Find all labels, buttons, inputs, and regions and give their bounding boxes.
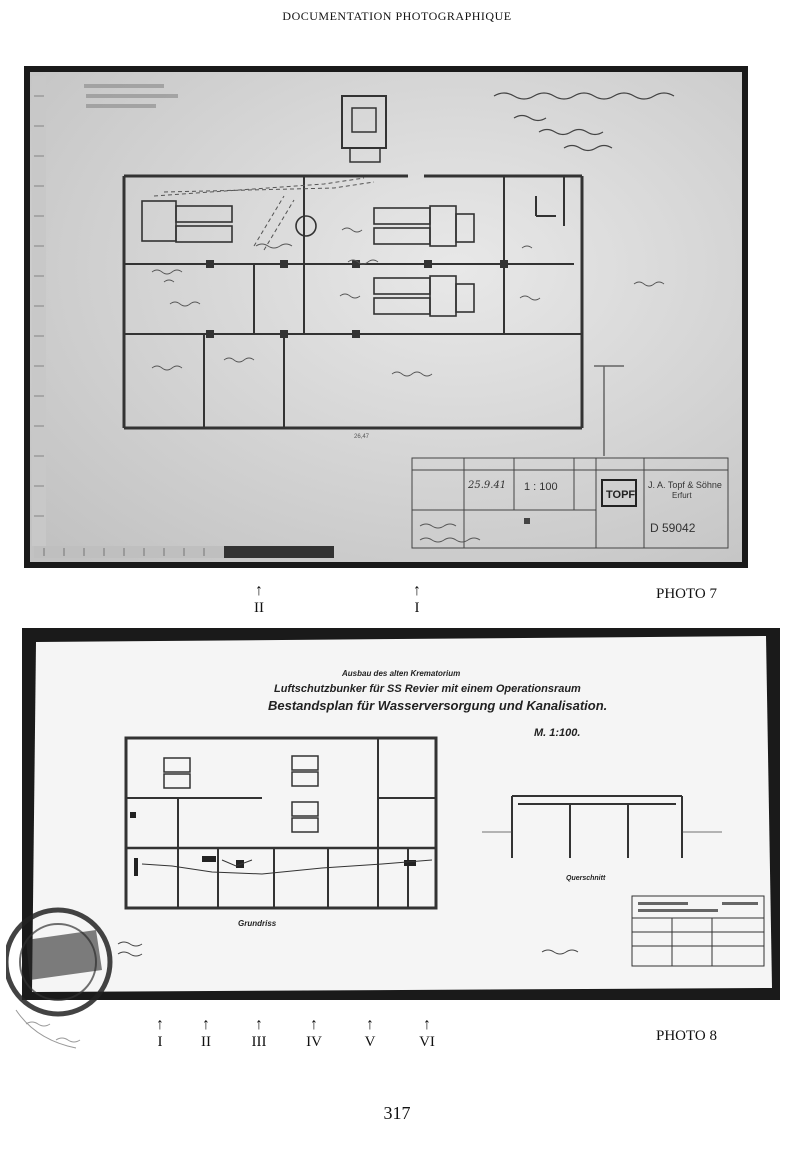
blueprint-crematorium-plan: 26,47 25.9.41 1 : 100 TOPF J. A. Topf & …	[30, 72, 742, 562]
title-block-photo8	[631, 895, 765, 967]
title-block-city: Erfurt	[672, 491, 692, 500]
arrow-up-icon: ↑	[366, 1016, 374, 1033]
label-grundriss: Grundriss	[238, 919, 277, 928]
arrow-up-icon: ↑	[156, 1016, 164, 1033]
title-block-date: 25.9.41	[467, 480, 506, 491]
arrow-up-icon: ↑	[255, 1016, 263, 1033]
photo7-marker-ii: ↑ II	[239, 583, 279, 616]
photo8-marker-iii: ↑ III	[239, 1017, 279, 1050]
svg-text:26,47: 26,47	[354, 434, 370, 440]
arrow-up-icon: ↑	[202, 1016, 210, 1033]
scale-label: M. 1:100.	[534, 727, 580, 739]
page-number: 317	[383, 1103, 411, 1123]
label-querschnitt: Querschnitt	[566, 875, 606, 882]
blueprint-air-raid-shelter-plan: Ausbau des alten Krematorium Luftschutzb…	[22, 628, 780, 1000]
photo8-marker-v: ↑ V	[350, 1017, 390, 1050]
photo-8: Ausbau des alten Krematorium Luftschutzb…	[22, 628, 780, 1000]
arrow-up-icon: ↑	[255, 582, 263, 599]
stamp-seal	[3, 900, 126, 1060]
title-block	[411, 457, 729, 549]
photo8-caption: PHOTO 8	[656, 1028, 717, 1044]
heading-small: Ausbau des alten Krematorium	[341, 669, 460, 678]
photo8-marker-ii: ↑ II	[186, 1017, 226, 1050]
topf-logo: TOPF	[601, 479, 637, 507]
title-block-scale: 1 : 100	[524, 481, 558, 493]
photo7-caption: PHOTO 7	[656, 586, 717, 602]
page-header: DOCUMENTATION PHOTOGRAPHIQUE	[282, 9, 512, 23]
title-block-number: D 59042	[650, 521, 696, 535]
arrow-up-icon: ↑	[310, 1016, 318, 1033]
heading-line-2: Bestandsplan für Wasserversorgung und Ka…	[268, 698, 607, 713]
title-block-firm: J. A. Topf & Söhne	[648, 480, 722, 490]
photo-7: 26,47 25.9.41 1 : 100 TOPF J. A. Topf & …	[24, 66, 748, 568]
photo8-marker-vi: ↑ VI	[407, 1017, 447, 1050]
heading-line-1: Luftschutzbunker für SS Revier mit einem…	[274, 683, 581, 695]
photo8-marker-iv: ↑ IV	[294, 1017, 334, 1050]
arrow-up-icon: ↑	[413, 582, 421, 599]
photo7-marker-i: ↑ I	[397, 583, 437, 616]
photo8-marker-i: ↑ I	[140, 1017, 180, 1050]
svg-text:TOPF: TOPF	[606, 489, 635, 501]
arrow-up-icon: ↑	[423, 1016, 431, 1033]
